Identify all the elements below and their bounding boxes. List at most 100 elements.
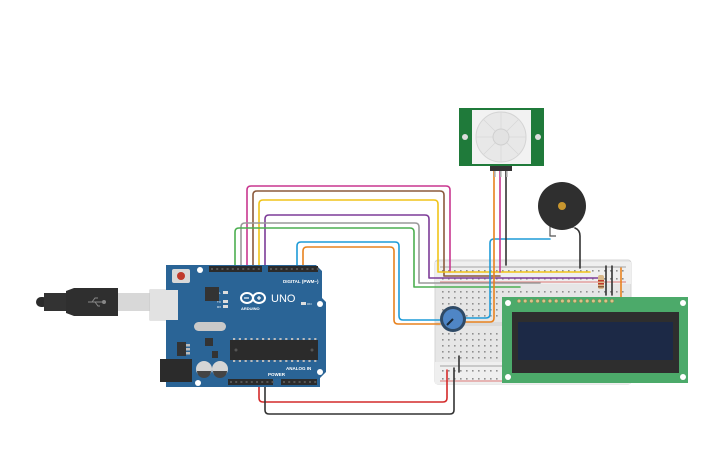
- breadboard-hole[interactable]: [460, 339, 462, 341]
- header-pin[interactable]: [256, 381, 258, 383]
- lcd-pin[interactable]: [572, 299, 577, 304]
- lcd-pin[interactable]: [597, 299, 602, 304]
- breadboard-hole[interactable]: [580, 291, 582, 293]
- breadboard-hole[interactable]: [442, 297, 444, 299]
- breadboard-hole[interactable]: [496, 357, 498, 359]
- header-pin[interactable]: [237, 268, 239, 270]
- breadboard-hole[interactable]: [544, 270, 546, 272]
- breadboard-hole[interactable]: [622, 278, 624, 280]
- breadboard-hole[interactable]: [460, 370, 462, 372]
- header-pin[interactable]: [298, 381, 301, 383]
- lcd-pin[interactable]: [591, 299, 596, 304]
- breadboard-hole[interactable]: [478, 303, 480, 305]
- breadboard-hole[interactable]: [484, 303, 486, 305]
- breadboard-hole[interactable]: [478, 333, 480, 335]
- breadboard-hole[interactable]: [466, 270, 468, 272]
- breadboard-hole[interactable]: [490, 339, 492, 341]
- breadboard-hole[interactable]: [478, 270, 480, 272]
- header-pin[interactable]: [266, 381, 269, 383]
- breadboard-hole[interactable]: [478, 351, 480, 353]
- header-pin[interactable]: [301, 268, 304, 270]
- breadboard-hole[interactable]: [580, 270, 582, 272]
- lcd-pin[interactable]: [610, 299, 615, 304]
- breadboard-hole[interactable]: [442, 270, 444, 272]
- piezo-buzzer[interactable]: [538, 182, 586, 237]
- header-pin[interactable]: [247, 268, 250, 270]
- header-pin[interactable]: [275, 268, 278, 270]
- breadboard-hole[interactable]: [490, 378, 492, 380]
- header-pin[interactable]: [314, 381, 317, 383]
- breadboard-hole[interactable]: [520, 270, 522, 272]
- breadboard-hole[interactable]: [442, 303, 444, 305]
- header-pin[interactable]: [230, 381, 232, 383]
- breadboard-hole[interactable]: [598, 270, 600, 272]
- breadboard-hole[interactable]: [538, 291, 540, 293]
- breadboard-hole[interactable]: [520, 291, 522, 293]
- breadboard-hole[interactable]: [610, 270, 612, 272]
- lcd-pin[interactable]: [560, 299, 565, 304]
- breadboard-hole[interactable]: [448, 339, 450, 341]
- breadboard-hole[interactable]: [538, 270, 540, 272]
- breadboard-hole[interactable]: [448, 378, 450, 380]
- header-pin[interactable]: [235, 381, 238, 383]
- breadboard-hole[interactable]: [460, 378, 462, 380]
- lcd-pin[interactable]: [603, 299, 608, 304]
- breadboard-hole[interactable]: [442, 291, 444, 293]
- breadboard-hole[interactable]: [466, 333, 468, 335]
- breadboard-hole[interactable]: [484, 370, 486, 372]
- breadboard-hole[interactable]: [472, 303, 474, 305]
- header-pin[interactable]: [216, 268, 219, 270]
- breadboard-hole[interactable]: [466, 339, 468, 341]
- breadboard-hole[interactable]: [484, 333, 486, 335]
- breadboard-hole[interactable]: [490, 357, 492, 359]
- breadboard-hole[interactable]: [466, 297, 468, 299]
- lcd-pin[interactable]: [541, 299, 546, 304]
- header-pin[interactable]: [296, 268, 298, 270]
- breadboard-hole[interactable]: [556, 270, 558, 272]
- header-pin[interactable]: [309, 381, 311, 383]
- breadboard-hole[interactable]: [472, 315, 474, 317]
- breadboard-hole[interactable]: [598, 291, 600, 293]
- breadboard-hole[interactable]: [604, 270, 606, 272]
- breadboard-hole[interactable]: [472, 333, 474, 335]
- lcd-pin[interactable]: [579, 299, 584, 304]
- breadboard-hole[interactable]: [568, 291, 570, 293]
- breadboard-hole[interactable]: [616, 270, 618, 272]
- breadboard-hole[interactable]: [484, 315, 486, 317]
- breadboard-hole[interactable]: [466, 378, 468, 380]
- header-pin[interactable]: [285, 268, 288, 270]
- breadboard-hole[interactable]: [466, 351, 468, 353]
- digital-header[interactable]: [209, 266, 318, 272]
- breadboard-hole[interactable]: [454, 333, 456, 335]
- breadboard-hole[interactable]: [592, 270, 594, 272]
- header-pin[interactable]: [245, 381, 248, 383]
- breadboard-hole[interactable]: [496, 333, 498, 335]
- breadboard-hole[interactable]: [454, 339, 456, 341]
- header-pin[interactable]: [316, 268, 319, 270]
- lcd-pin[interactable]: [523, 299, 528, 304]
- breadboard-hole[interactable]: [484, 297, 486, 299]
- breadboard-hole[interactable]: [448, 370, 450, 372]
- breadboard-hole[interactable]: [448, 297, 450, 299]
- breadboard-hole[interactable]: [472, 309, 474, 311]
- breadboard-hole[interactable]: [442, 339, 444, 341]
- breadboard-hole[interactable]: [496, 378, 498, 380]
- breadboard-hole[interactable]: [544, 291, 546, 293]
- breadboard-hole[interactable]: [496, 339, 498, 341]
- header-pin[interactable]: [257, 268, 260, 270]
- breadboard-hole[interactable]: [478, 370, 480, 372]
- breadboard-hole[interactable]: [466, 345, 468, 347]
- breadboard-hole[interactable]: [460, 351, 462, 353]
- breadboard-hole[interactable]: [490, 315, 492, 317]
- breadboard-hole[interactable]: [478, 315, 480, 317]
- breadboard-hole[interactable]: [574, 270, 576, 272]
- breadboard-hole[interactable]: [484, 351, 486, 353]
- lcd-pin[interactable]: [517, 299, 522, 304]
- breadboard-hole[interactable]: [484, 309, 486, 311]
- breadboard-hole[interactable]: [478, 339, 480, 341]
- header-pin[interactable]: [306, 268, 309, 270]
- breadboard-hole[interactable]: [526, 291, 528, 293]
- lcd-pin[interactable]: [566, 299, 571, 304]
- breadboard-hole[interactable]: [472, 291, 474, 293]
- breadboard-hole[interactable]: [448, 345, 450, 347]
